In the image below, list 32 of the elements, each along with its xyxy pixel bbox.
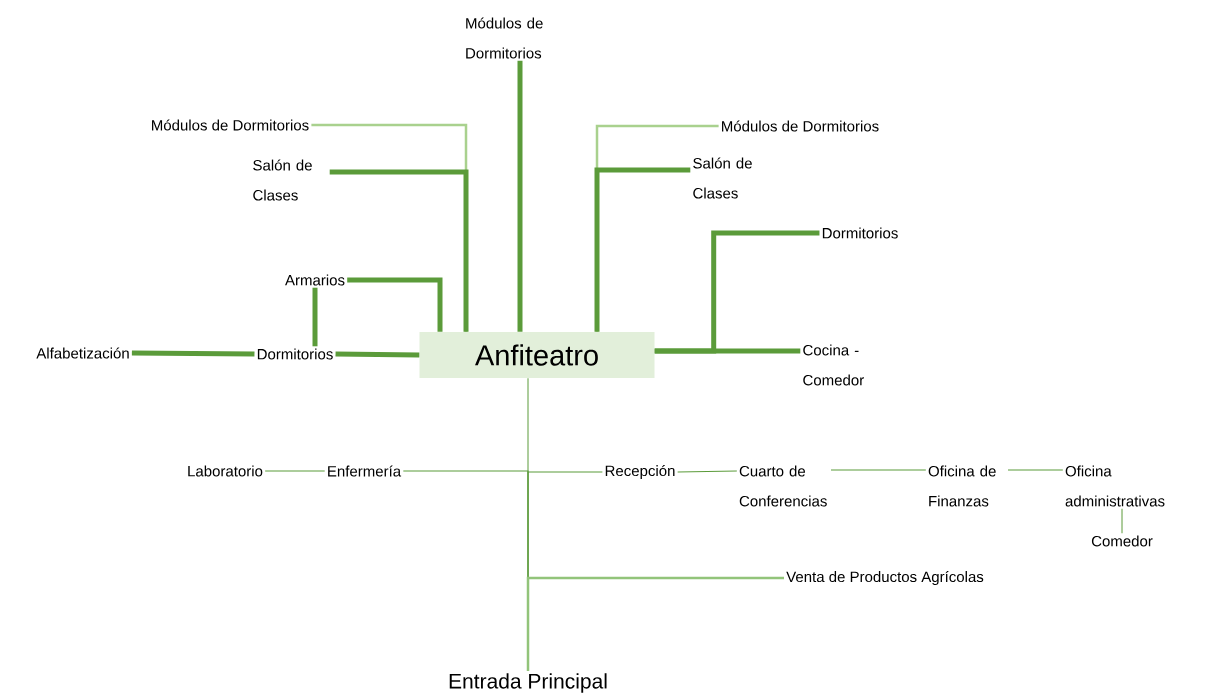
- connector-line: [131, 350, 255, 357]
- connector-line: [264, 470, 326, 472]
- label-text: Alfabetización: [36, 347, 129, 359]
- label-text: Cocina - Comedor: [803, 344, 864, 386]
- label-text: Módulos de Dormitorios: [722, 120, 879, 132]
- connector-line: [329, 169, 469, 332]
- label-text: Oficina de Finanzas: [928, 465, 996, 507]
- label-text: Oficina administrativas: [1065, 465, 1165, 507]
- connector-line: [677, 470, 738, 473]
- connector-line: [312, 287, 318, 347]
- label-text: Dormitorios: [822, 227, 898, 239]
- label-text: Entrada Principal: [449, 673, 607, 693]
- label-text: Salón de Clases: [693, 157, 752, 199]
- label-text: Recepción: [605, 464, 675, 480]
- label-text: Módulos de Dormitorios: [466, 17, 543, 59]
- label-text: Cuarto de Conferencias: [739, 465, 827, 507]
- title-box: Anfiteatro: [419, 332, 655, 378]
- connector-line: [1121, 508, 1123, 534]
- label-text: Dormitorios: [257, 348, 333, 360]
- connector-line: [594, 167, 691, 332]
- label-text: Módulos de Dormitorios: [152, 119, 309, 131]
- connector-line: [347, 277, 443, 332]
- label-text: Laboratorio: [188, 465, 263, 477]
- label-text: Armarios: [285, 274, 345, 286]
- connector-line: [517, 60, 523, 332]
- connector-line: [654, 348, 801, 354]
- label-text: Comedor: [1091, 535, 1153, 547]
- connector-line: [526, 576, 784, 671]
- label-text: Enfermería: [328, 465, 402, 477]
- connector-line: [335, 351, 420, 358]
- label-text: Salón de Clases: [253, 159, 312, 201]
- label-text: Venta de Productos Agrícolas: [786, 570, 984, 586]
